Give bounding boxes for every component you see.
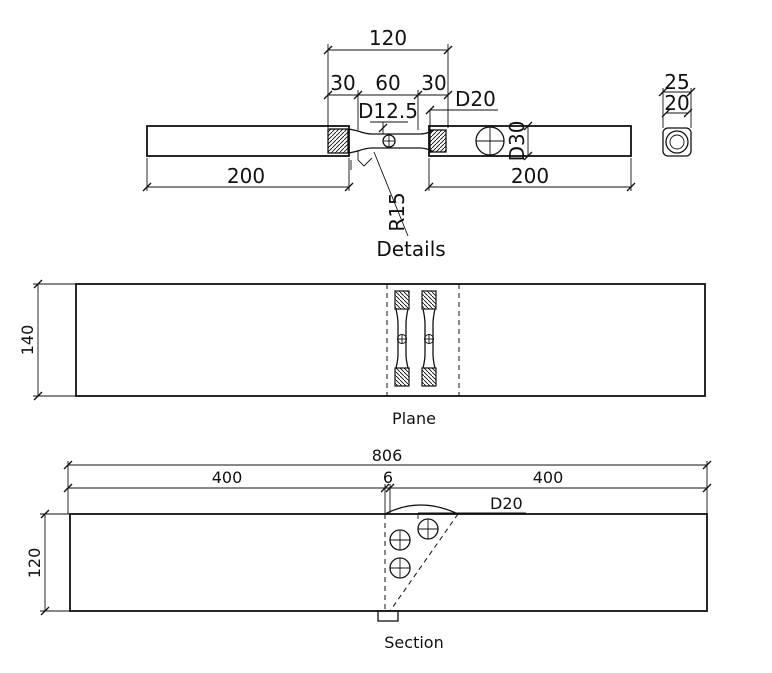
plane-outline bbox=[75, 283, 706, 397]
dim-section-total: 806 bbox=[63, 446, 712, 514]
bar-bolt-icon bbox=[382, 134, 396, 148]
dim-dowel-dia-label: D20 bbox=[490, 494, 523, 513]
dim-segments: 30 60 30 bbox=[323, 71, 453, 130]
dim-dowel-dia: D20 bbox=[417, 494, 526, 519]
dim-bolt-dia: D30 bbox=[505, 121, 533, 162]
dim-thread-dia-label: D20 bbox=[455, 87, 496, 111]
dim-section-total-label: 806 bbox=[372, 446, 403, 465]
dim-plane-height: 140 bbox=[18, 279, 76, 401]
connector-bar bbox=[327, 128, 447, 170]
dim-end-inner-label: 20 bbox=[664, 91, 689, 115]
dim-left-length-label: 200 bbox=[227, 164, 265, 188]
dim-end-outer-label: 25 bbox=[664, 70, 689, 94]
details-title: Details bbox=[376, 237, 445, 261]
dim-bar-dia: D12.5 bbox=[358, 99, 418, 134]
right-thread bbox=[429, 129, 447, 153]
dim-seg-right-label: 30 bbox=[421, 71, 446, 95]
plane-view: 140 Plane bbox=[18, 279, 706, 428]
dim-radius-label: R15 bbox=[385, 192, 409, 231]
section-title: Section bbox=[384, 633, 443, 652]
large-bolt-icon bbox=[475, 126, 505, 156]
dim-section-parts: 400 6 400 bbox=[63, 468, 712, 514]
dim-right-length: 200 bbox=[424, 158, 636, 192]
dim-section-right-label: 400 bbox=[533, 468, 564, 487]
section-outline bbox=[69, 513, 708, 612]
section-bolt-2 bbox=[389, 529, 411, 551]
dim-section-gap-label: 6 bbox=[383, 468, 393, 487]
dim-radius: R15 bbox=[373, 151, 409, 237]
dim-bar-dia-label: D12.5 bbox=[358, 99, 418, 123]
dim-section-height: 120 bbox=[25, 509, 70, 616]
section-bolt-1 bbox=[417, 518, 439, 540]
plane-title: Plane bbox=[392, 409, 436, 428]
dim-seg-mid-label: 60 bbox=[375, 71, 400, 95]
end-view-nut: 25 20 bbox=[658, 70, 696, 157]
dim-total-label: 120 bbox=[369, 26, 407, 50]
dim-thread-dia: D20 bbox=[425, 87, 498, 130]
dim-seg-left-label: 30 bbox=[330, 71, 355, 95]
details-view: 120 30 60 30 D12.5 D20 bbox=[142, 26, 696, 261]
dim-bolt-dia-label: D30 bbox=[505, 121, 529, 162]
dim-total: 120 bbox=[323, 26, 453, 128]
dim-plane-height-label: 140 bbox=[18, 325, 37, 356]
dim-right-length-label: 200 bbox=[511, 164, 549, 188]
plane-connector-1 bbox=[394, 290, 410, 387]
dim-section-left-label: 400 bbox=[212, 468, 243, 487]
left-thread bbox=[327, 128, 349, 154]
right-block bbox=[428, 125, 632, 157]
dim-section-height-label: 120 bbox=[25, 548, 44, 579]
section-view: 806 400 6 400 bbox=[25, 446, 712, 652]
dim-left-length: 200 bbox=[142, 158, 354, 192]
base-plate bbox=[377, 610, 399, 622]
section-bolt-3 bbox=[389, 557, 411, 579]
left-block bbox=[146, 125, 350, 157]
plane-connector-2 bbox=[421, 290, 437, 387]
